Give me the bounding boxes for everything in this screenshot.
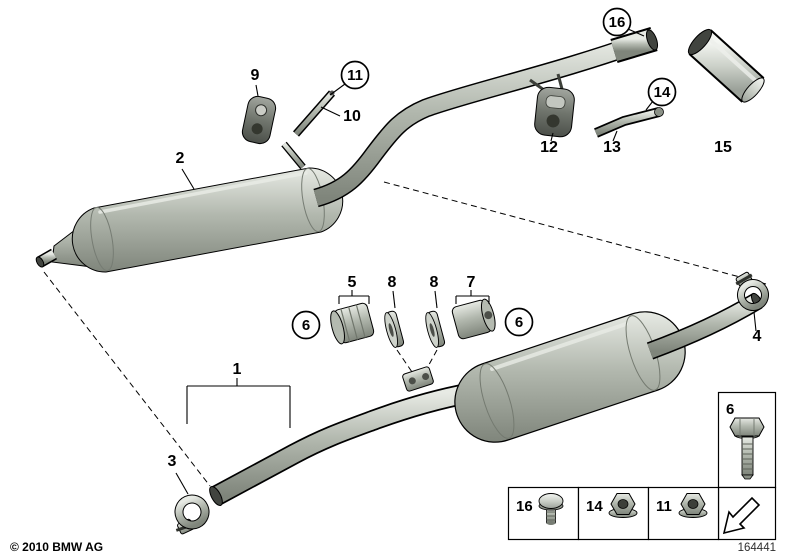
muffler-mount-stud [281, 141, 306, 170]
direction-arrow-icon [722, 496, 761, 535]
part-13-bracket [594, 107, 664, 138]
legend-nut-11-number: 11 [656, 498, 672, 515]
callout-12[interactable]: 12 [540, 139, 558, 156]
top-pipe [313, 27, 659, 208]
part-5-rubber-mount [330, 302, 375, 345]
legend-box-nut-11: 11 [647, 486, 720, 541]
callout-2[interactable]: 2 [176, 150, 185, 167]
part-9-rubber-hanger [241, 95, 277, 145]
callout-3[interactable]: 3 [168, 453, 177, 470]
part-1-front-pipe [209, 382, 472, 507]
part-12-rubber-mount [529, 73, 575, 138]
part-4-clamp [735, 271, 769, 311]
callout-7[interactable]: 7 [467, 274, 476, 291]
callout-4[interactable]: 4 [753, 328, 762, 345]
svg-text:6: 6 [302, 317, 310, 334]
flange-nut-icon [608, 493, 638, 518]
bolt-icon [729, 417, 765, 480]
legend-bolt-number: 6 [726, 401, 734, 418]
pipe-mount-bracket [402, 366, 434, 392]
callout-15[interactable]: 15 [714, 139, 732, 156]
callout-8-a[interactable]: 8 [388, 274, 397, 291]
callout-16[interactable]: 16 [602, 7, 632, 37]
legend-box-screw: 16 [507, 486, 580, 541]
copyright-text: © 2010 BMW AG [10, 540, 103, 554]
legend-nut-14-number: 14 [586, 498, 603, 515]
screw-icon [538, 493, 564, 525]
callout-1[interactable]: 1 [233, 361, 242, 378]
callout-14[interactable]: 14 [647, 77, 677, 107]
callout-6-right[interactable]: 6 [504, 307, 534, 337]
leader-lines [175, 28, 757, 495]
part-7-rubber-mount [451, 298, 496, 340]
part-2-front-muffler [35, 167, 344, 273]
callout-11[interactable]: 11 [340, 60, 370, 90]
legend-box-direction [717, 486, 777, 541]
callout-5[interactable]: 5 [348, 274, 357, 291]
flange-nut-icon [678, 493, 708, 518]
callout-9[interactable]: 9 [251, 67, 260, 84]
legend-screw-number: 16 [516, 498, 533, 515]
callout-8-b[interactable]: 8 [430, 274, 439, 291]
part-15-tailpipe-tip [687, 28, 765, 103]
legend-box-nut-14: 14 [577, 486, 650, 541]
diagram-number: 164441 [738, 542, 776, 554]
callout-10[interactable]: 10 [343, 108, 361, 125]
callout-6-left[interactable]: 6 [291, 310, 321, 340]
part-10-hanger-pin [292, 90, 336, 137]
part-3-clamp [174, 494, 210, 535]
svg-text:11: 11 [347, 67, 363, 84]
legend-box-bolt: 6 [717, 391, 777, 489]
callout-13[interactable]: 13 [603, 139, 621, 156]
svg-text:14: 14 [654, 84, 671, 101]
part-8-washer-b [425, 310, 446, 348]
part-8-washer-a [384, 310, 405, 348]
svg-text:16: 16 [609, 14, 626, 31]
svg-text:6: 6 [515, 314, 523, 331]
